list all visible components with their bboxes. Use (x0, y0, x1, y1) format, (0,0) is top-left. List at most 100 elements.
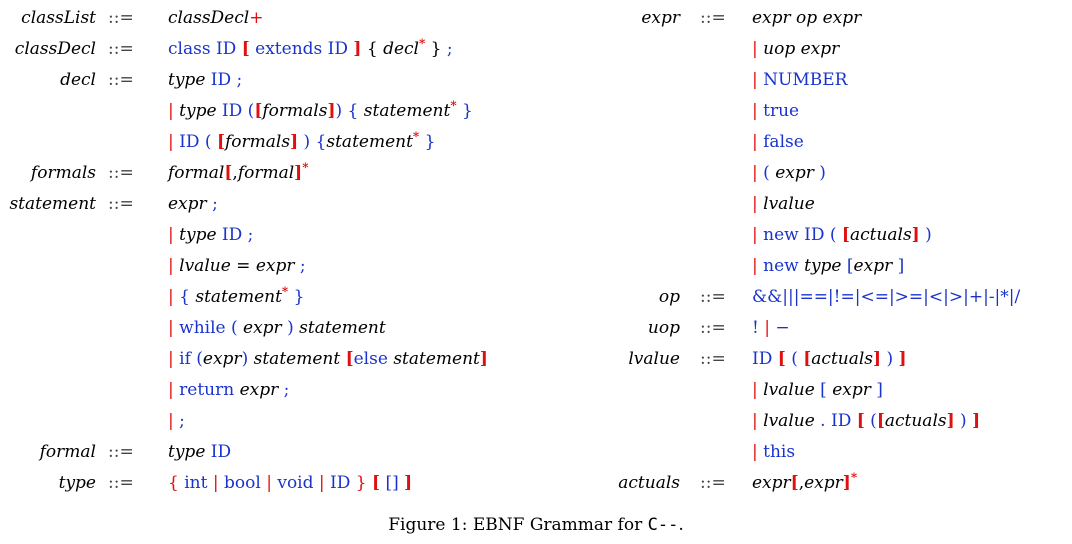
production-alternative: | NUMBER (752, 69, 847, 91)
meta-symbol: | (168, 132, 180, 152)
meta-symbol: [ (372, 473, 381, 493)
nonterminal-token: lvalue (179, 256, 231, 276)
meta-symbol: | (168, 101, 180, 121)
nonterminal-token: expr (832, 380, 871, 400)
meta-symbol: * (281, 284, 289, 299)
production-alternative: | ID ( [formals] ) {statement* } (168, 130, 435, 153)
meta-symbol: [ (345, 349, 354, 369)
meta-symbol: , (232, 163, 238, 183)
nonterminal-token: expr (239, 380, 279, 400)
definition-symbol: ::= (108, 442, 134, 462)
production-alternative: | uop expr (752, 38, 839, 60)
nonterminal-token: uop expr (763, 39, 840, 59)
definition-symbol: ::= (108, 194, 134, 214)
meta-symbol: ] (972, 411, 981, 431)
terminal-token: ] (870, 380, 883, 400)
production-alternative: | new ID ( [actuals] ) (752, 224, 932, 246)
nonterminal-token: statement (393, 349, 480, 369)
meta-symbol: | (168, 349, 180, 369)
meta-symbol: | (318, 473, 331, 493)
definition-symbol: ::= (108, 473, 134, 493)
terminal-token: ID (752, 349, 778, 369)
caption-prefix: Figure 1: EBNF Grammar for (388, 515, 648, 535)
nonterminal-token: formal (168, 163, 225, 183)
meta-symbol: | (168, 411, 180, 431)
meta-symbol: [ (216, 132, 225, 152)
meta-symbol: | (752, 132, 764, 152)
production-alternative: | type ID ([formals]) { statement* } (168, 99, 473, 122)
nonterminal-token: expr (804, 473, 843, 493)
nonterminal-lvalue: lvalue (628, 349, 680, 369)
production-alternative: | false (752, 131, 804, 153)
production-alternative: expr[,expr]* (752, 470, 858, 494)
definition-symbol: ::= (700, 349, 726, 369)
terminal-token: extends ID (249, 39, 354, 59)
meta-symbol: [ (254, 101, 263, 121)
meta-symbol: } (355, 473, 367, 493)
terminal-token: [ (841, 256, 854, 276)
production-alternative: | lvalue [ expr ] (752, 379, 883, 401)
meta-symbol: ] (898, 349, 907, 369)
meta-symbol: { (361, 39, 384, 59)
nonterminal-formal: formal (39, 442, 96, 462)
meta-symbol: | (752, 101, 764, 121)
meta-symbol: | (168, 318, 180, 338)
terminal-token: true (763, 101, 800, 121)
terminal-token: while ( (179, 318, 244, 338)
meta-symbol: [ (777, 349, 786, 369)
terminal-token: ID (330, 473, 356, 493)
production-alternative: | lvalue (752, 193, 815, 215)
production-alternative: | ( expr ) (752, 162, 826, 184)
meta-symbol: ] (479, 349, 488, 369)
production-alternative: | return expr ; (168, 379, 289, 401)
caption-suffix: . (678, 515, 684, 535)
nonterminal-token: actuals (849, 225, 912, 245)
nonterminal-expr: expr (641, 8, 680, 28)
production-alternative: &&|||==|!=|<=|>=|<|>|+|-|*|/ (752, 286, 1020, 308)
production-alternative: | true (752, 100, 799, 122)
nonterminal-token: formals (224, 132, 291, 152)
nonterminal-formals: formals (30, 163, 96, 183)
meta-symbol: [ (876, 411, 885, 431)
nonterminal-token: type (804, 256, 842, 276)
terminal-token: ( (763, 163, 776, 183)
meta-symbol: [ (241, 39, 250, 59)
terminal-token: ] (892, 256, 905, 276)
terminal-token: bool (224, 473, 267, 493)
terminal-token: ID ( (179, 132, 217, 152)
terminal-token: new ID ( (763, 225, 842, 245)
meta-symbol: * (418, 36, 426, 51)
nonterminal-token: expr (775, 163, 814, 183)
meta-symbol: { (168, 473, 185, 493)
meta-symbol: | (168, 256, 180, 276)
meta-symbol: | (266, 473, 278, 493)
nonterminal-token: classDecl (168, 8, 250, 28)
nonterminal-token: expr (168, 194, 207, 214)
definition-symbol: ::= (700, 8, 726, 28)
production-alternative: | lvalue . ID [ ([actuals] ) ] (752, 410, 980, 432)
nonterminal-uop: uop (647, 318, 680, 338)
production-alternative: type ID (168, 441, 231, 463)
meta-symbol: | (764, 318, 776, 338)
terminal-token: ( (864, 411, 877, 431)
terminal-token: ; (446, 39, 453, 59)
meta-symbol: * (850, 470, 858, 485)
terminal-token: [ (814, 380, 833, 400)
terminal-token: this (763, 442, 796, 462)
nonterminal-token: statement (195, 287, 282, 307)
production-alternative: | this (752, 441, 795, 463)
meta-symbol: | (752, 225, 764, 245)
meta-symbol: ] (404, 473, 413, 493)
nonterminal-token: statement (326, 132, 413, 152)
definition-symbol: ::= (108, 8, 134, 28)
meta-symbol: ] (327, 101, 336, 121)
meta-symbol: | (168, 225, 180, 245)
nonterminal-token: lvalue (763, 380, 815, 400)
definition-symbol: ::= (700, 287, 726, 307)
terminal-token: ) (954, 411, 973, 431)
meta-symbol: ] (911, 225, 920, 245)
terminal-token: ; (179, 411, 185, 431)
meta-symbol: * (302, 160, 309, 175)
production-alternative: expr op expr (752, 7, 861, 29)
production-alternative: type ID ; (168, 69, 242, 91)
